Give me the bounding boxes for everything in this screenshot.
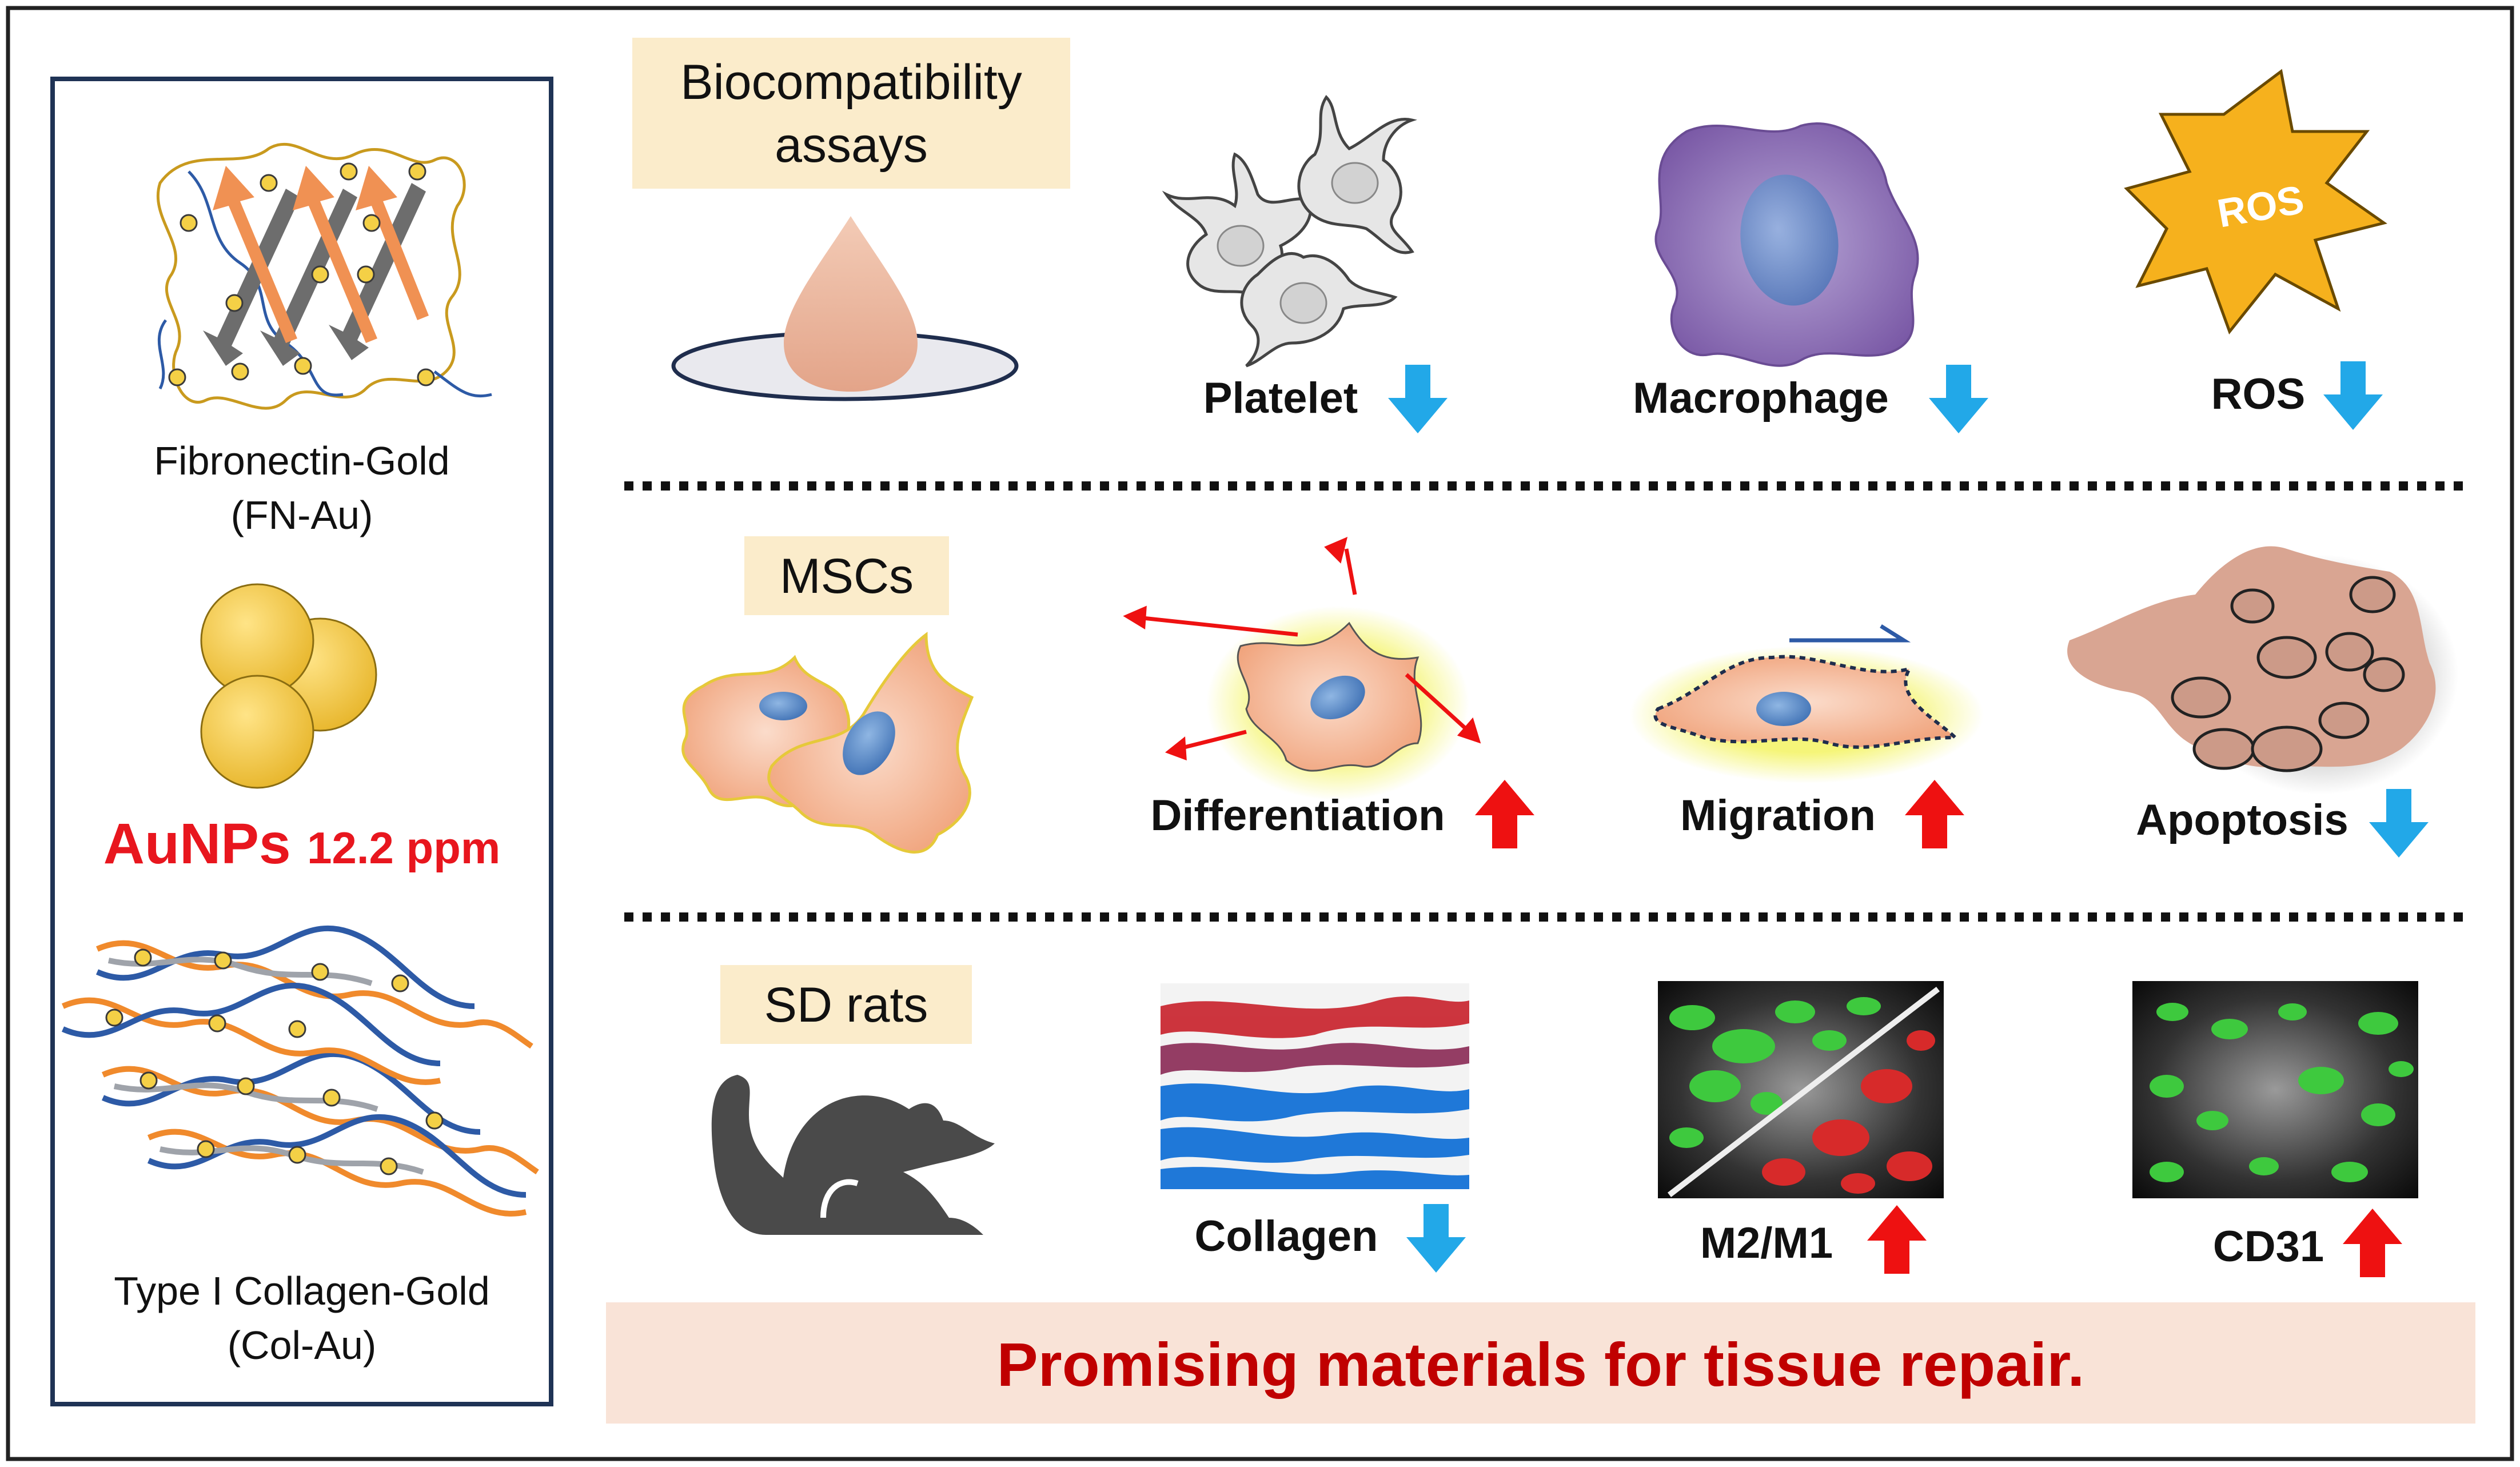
item-label-macrophage: Macrophage <box>1633 374 1889 422</box>
conclusion-text: Promising materials for tissue repair. <box>997 1330 2085 1399</box>
row-title-box <box>720 965 972 1044</box>
aunps-label-line: AuNPs 12.2 ppm <box>103 812 500 876</box>
aunps-label: AuNPs <box>103 812 291 876</box>
ros-burst-icon: ROS <box>2124 69 2387 335</box>
item-label-cd31: CD31 <box>2213 1222 2324 1271</box>
rat-icon <box>711 1075 995 1235</box>
apoptosis-cell-icon <box>2067 546 2458 795</box>
left-panel: Fibronectin-Gold (FN-Au) AuNPs 12.2 ppm <box>50 77 553 1406</box>
row-title-box <box>632 38 1070 189</box>
col-au-abbr: (Col-Au) <box>228 1323 377 1368</box>
msc-cells-icon <box>681 631 974 854</box>
macrophage-icon <box>1654 122 1919 367</box>
row-title-line2: assays <box>775 118 928 173</box>
aunps-concentration: 12.2 ppm <box>307 823 500 873</box>
m2-m1-staining-icon <box>1658 981 1944 1198</box>
migration-cell-icon <box>1629 624 1984 783</box>
item-label-differentiation: Differentiation <box>1150 791 1445 840</box>
item-label-apoptosis: Apoptosis <box>2136 796 2348 844</box>
fn-au-abbr: (FN-Au) <box>231 493 373 537</box>
item-label-ros: ROS <box>2211 370 2306 418</box>
row-title-line1: SD rats <box>764 978 928 1033</box>
row-sd-rats: SD rats Collagen <box>711 965 2418 1277</box>
gold-nanoparticles-icon <box>200 583 377 789</box>
droplet-on-substrate-icon <box>671 216 1019 401</box>
row-title-line1: MSCs <box>780 549 914 604</box>
fibronectin-gold-illustration <box>156 142 492 410</box>
item-label-collagen: Collagen <box>1195 1212 1378 1261</box>
differentiation-cell-icon <box>1123 537 1481 800</box>
row-title-line1: Biocompatibility <box>680 55 1022 110</box>
row-mscs: MSCs Differentiation Migrat <box>681 536 2458 858</box>
row-title-box <box>744 536 949 615</box>
collagen-gold-illustration <box>61 926 539 1217</box>
conclusion-banner: Promising materials for tissue repair. <box>606 1302 2475 1424</box>
item-label-m2-m1: M2/M1 <box>1700 1219 1833 1267</box>
item-label-migration: Migration <box>1680 791 1876 840</box>
conclusion-box <box>606 1302 2475 1424</box>
collagen-tissue-icon <box>1161 983 1469 1189</box>
row-biocompatibility: Biocompatibility assays Platelet Macroph… <box>632 38 2387 433</box>
cd31-staining-icon <box>2132 981 2418 1198</box>
item-label-platelet: Platelet <box>1203 374 1358 422</box>
col-au-name: Type I Collagen-Gold <box>114 1269 490 1313</box>
fn-au-name: Fibronectin-Gold <box>154 438 449 483</box>
platelet-icon <box>1162 95 1417 368</box>
